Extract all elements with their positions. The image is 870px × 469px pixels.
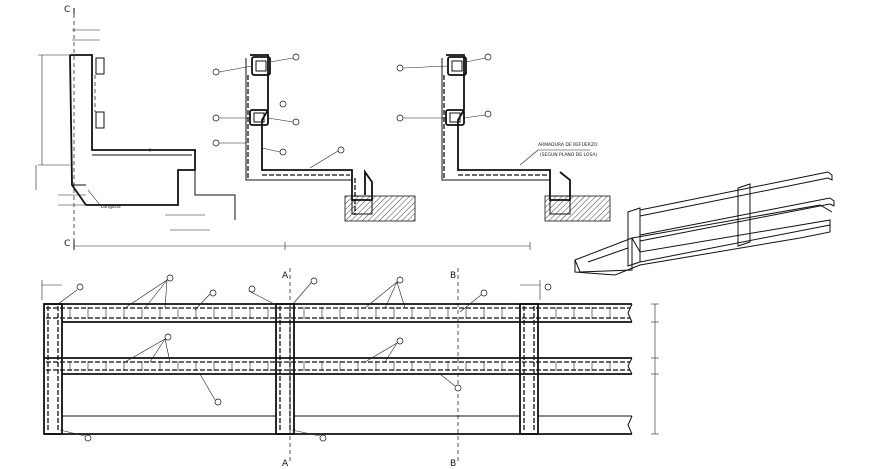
isometric-railing-view xyxy=(574,171,835,276)
elevation-callouts xyxy=(57,274,552,442)
section-c-profile: C C Longitud xyxy=(35,5,236,250)
callout-bubbles-s2 xyxy=(396,53,492,122)
armadura-label: ARMADURA DE REFUERZO xyxy=(538,142,598,148)
section-mark-c-bottom: C xyxy=(64,239,70,249)
section-mark-c-top: C xyxy=(64,5,70,15)
stirrup-ticks xyxy=(69,307,611,371)
railing-section-2: ARMADURA DE REFUERZO (SEGUN PLANO DE LOS… xyxy=(396,53,611,222)
longitud-label: Longitud xyxy=(101,204,121,210)
armadura-sub-label: (SEGUN PLANO DE LOSA) xyxy=(540,152,597,158)
callout-bubbles-s1 xyxy=(212,53,345,169)
section-mark-a-bottom: A xyxy=(282,459,289,469)
railing-elevation: A A B B xyxy=(41,242,659,469)
railing-section-1 xyxy=(212,53,416,222)
section-mark-b-top: B xyxy=(450,271,456,281)
section-mark-b-bottom: B xyxy=(450,459,456,469)
section-mark-a-top: A xyxy=(282,271,289,281)
